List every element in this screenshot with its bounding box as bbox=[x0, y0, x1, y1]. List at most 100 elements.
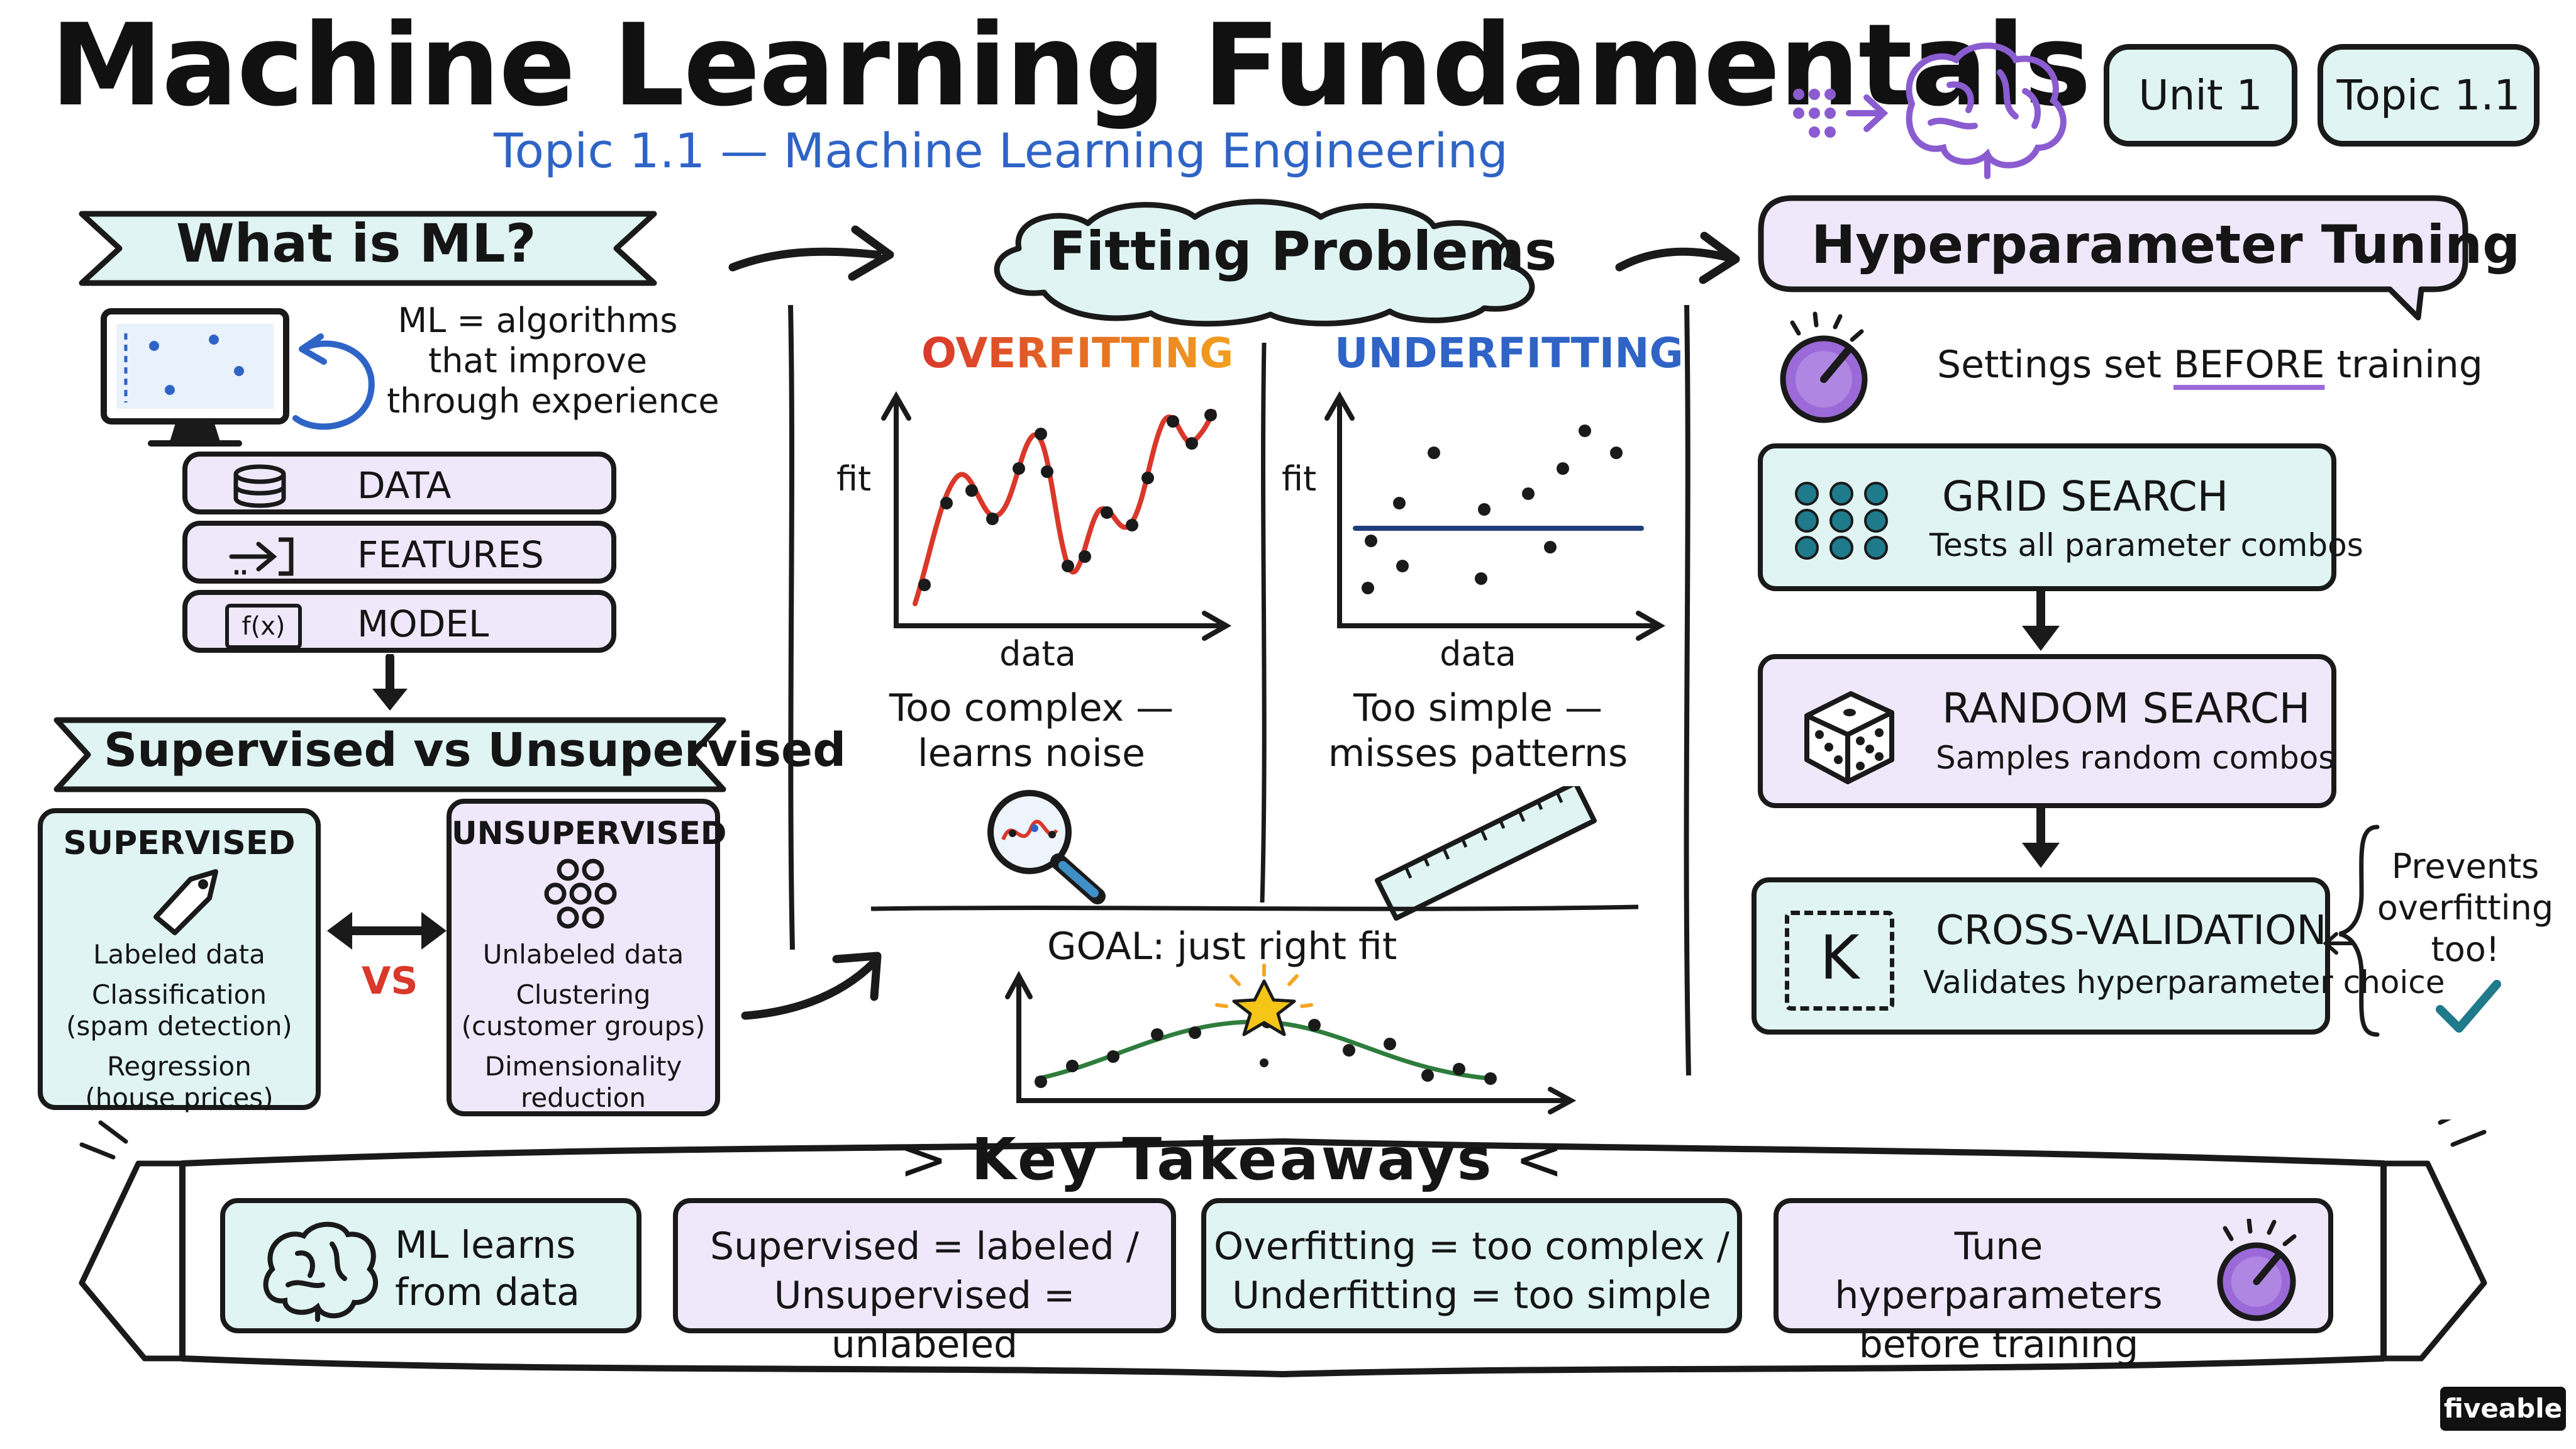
underfitting-caption: Too simple — misses patterns bbox=[1314, 686, 1641, 776]
method-title: GRID SEARCH bbox=[1942, 472, 2229, 521]
random-search-card: RANDOM SEARCH Samples random combos bbox=[1758, 654, 2336, 808]
k-fold-icon: K bbox=[1785, 911, 1894, 1011]
takeaway-card: Supervised = labeled / Unsupervised = un… bbox=[673, 1198, 1176, 1367]
tuning-intro-prefix: Settings set bbox=[1937, 343, 2162, 387]
fitting-cloud bbox=[994, 199, 1535, 327]
overfitting-xlabel: data bbox=[999, 634, 1076, 674]
method-title: CROSS-VALIDATION bbox=[1936, 908, 2327, 954]
monitor-icon bbox=[101, 308, 375, 447]
takeaway-card: Overfitting = too complex / Underfitting… bbox=[1201, 1198, 1742, 1333]
k-fold-letter: K bbox=[1819, 923, 1860, 993]
function-icon: f(x) bbox=[225, 604, 302, 649]
caption-line: misses patterns bbox=[1328, 731, 1628, 775]
knob-icon bbox=[2217, 1219, 2297, 1321]
side-note-line: Prevents bbox=[2391, 847, 2540, 886]
arrow-right-icon bbox=[229, 537, 294, 576]
tag-icon bbox=[153, 869, 218, 935]
goal-label: GOAL: just right fit bbox=[1047, 924, 1397, 969]
grid-dots-icon bbox=[1795, 482, 1888, 560]
ml-definition-line: ML = algorithms bbox=[397, 301, 678, 340]
star-icon bbox=[1232, 979, 1296, 1036]
ruler-icon bbox=[1375, 786, 1597, 921]
takeaway-line: Underfitting = too simple bbox=[1232, 1274, 1711, 1318]
unsupervised-item: Clustering bbox=[516, 979, 651, 1010]
takeaway-card: Tune hyperparameters before training bbox=[1774, 1198, 2333, 1367]
unsupervised-item: reduction bbox=[520, 1082, 646, 1113]
method-title: RANDOM SEARCH bbox=[1942, 684, 2311, 733]
arrow-up-right-icon bbox=[741, 952, 882, 1020]
overfitting-chart bbox=[881, 391, 1232, 641]
supervised-card: SUPERVISED Labeled data Classification (… bbox=[38, 808, 321, 1113]
tuning-title: Hyperparameter Tuning bbox=[1811, 214, 2521, 275]
clusters-icon bbox=[544, 858, 617, 929]
supervised-item: Labeled data bbox=[93, 939, 265, 970]
side-note-line: too! bbox=[2431, 930, 2500, 969]
dice-icon bbox=[1804, 691, 1894, 784]
arrow-down-icon bbox=[2022, 805, 2060, 868]
arrow-down-icon bbox=[372, 654, 408, 711]
fitting-title: Fitting Problems bbox=[1049, 220, 1557, 283]
unsupervised-item: Dimensionality bbox=[484, 1051, 682, 1082]
knob-icon bbox=[1780, 311, 1868, 423]
tuning-intro-suffix: training bbox=[2336, 343, 2483, 387]
takeaway-line: Supervised = labeled / bbox=[709, 1224, 1140, 1269]
underfitting-xlabel: data bbox=[1440, 634, 1516, 674]
takeaways-title-text: Key Takeaways bbox=[971, 1126, 1494, 1193]
method-desc: Validates hyperparameter choice bbox=[1923, 964, 2445, 1001]
tuning-intro: Settings set BEFORE training bbox=[1937, 343, 2483, 387]
takeaway-line: from data bbox=[395, 1270, 580, 1314]
what-is-ml-banner bbox=[79, 211, 657, 286]
takeaway-text: Overfitting = too complex / Underfitting… bbox=[1206, 1222, 1737, 1320]
unsupervised-items: Unlabeled data Clustering (customer grou… bbox=[452, 939, 715, 1114]
page-subtitle: Topic 1.1 — Machine Learning Engineering bbox=[494, 123, 1508, 179]
underfitting-ylabel: fit bbox=[1282, 459, 1317, 499]
database-icon bbox=[233, 464, 286, 508]
side-note: Prevents overfitting too! bbox=[2365, 846, 2566, 970]
column-divider bbox=[1684, 304, 1691, 1076]
what-is-ml-title: What is ML? bbox=[176, 213, 536, 274]
brain-icon bbox=[263, 1221, 379, 1322]
unit-badge: Unit 1 bbox=[2104, 44, 2297, 147]
overfitting-ylabel: fit bbox=[836, 459, 872, 499]
side-note-line: overfitting bbox=[2377, 888, 2554, 928]
supervised-item: (spam detection) bbox=[66, 1011, 292, 1041]
arrow-right-icon bbox=[728, 225, 894, 281]
brain-icon bbox=[1906, 42, 2067, 179]
pipeline-label: MODEL bbox=[357, 602, 489, 645]
page-title: Machine Learning Fundamentals bbox=[50, 0, 2091, 131]
fiveable-logo: fiveable bbox=[2440, 1387, 2566, 1431]
brand-text: fiveable bbox=[2443, 1393, 2563, 1424]
column-divider bbox=[788, 304, 795, 950]
pipeline-label: DATA bbox=[357, 464, 452, 507]
supervised-title: SUPERVISED bbox=[63, 824, 296, 862]
takeaways-title: > Key Takeaways < bbox=[899, 1126, 1566, 1193]
takeaway-line: Tune hyperparameters bbox=[1835, 1224, 2163, 1318]
takeaway-line: ML learns bbox=[395, 1223, 576, 1267]
grid-search-card: GRID SEARCH Tests all parameter combos bbox=[1758, 443, 2363, 591]
takeaway-card: ML learns from data bbox=[220, 1198, 641, 1333]
goal-chart bbox=[1005, 963, 1577, 1114]
supervised-item: Classification bbox=[92, 979, 267, 1010]
caption-line: Too complex — bbox=[889, 686, 1174, 730]
tuning-speech-bubble bbox=[1758, 195, 2468, 321]
supervised-items: Labeled data Classification (spam detect… bbox=[43, 939, 316, 1114]
ml-definition-line: through experience bbox=[387, 381, 719, 421]
sup-vs-unsup-title: Supervised vs Unsupervised bbox=[104, 723, 847, 777]
sup-vs-unsup-banner bbox=[53, 717, 726, 792]
takeaway-line: Overfitting = too complex / bbox=[1214, 1224, 1729, 1269]
supervised-item: (house prices) bbox=[85, 1082, 274, 1113]
unsupervised-item: Unlabeled data bbox=[482, 939, 684, 970]
method-desc: Tests all parameter combos bbox=[1929, 527, 2363, 564]
takeaway-text: ML learns from data bbox=[395, 1222, 580, 1316]
method-desc: Samples random combos bbox=[1936, 740, 2335, 776]
unsupervised-item: (customer groups) bbox=[461, 1011, 706, 1041]
caption-line: learns noise bbox=[918, 731, 1145, 775]
underfitting-chart bbox=[1324, 391, 1666, 641]
magnifier-icon bbox=[987, 790, 1106, 904]
topic-badge: Topic 1.1 bbox=[2318, 44, 2540, 147]
brain-header-graphic bbox=[1793, 42, 2067, 179]
unsupervised-card: UNSUPERVISED Unlabeled data Clustering (… bbox=[447, 799, 726, 1116]
takeaway-text: Tune hyperparameters before training bbox=[1797, 1222, 2200, 1369]
supervised-item: Regression bbox=[107, 1051, 252, 1082]
takeaway-line: Unsupervised = unlabeled bbox=[774, 1274, 1075, 1367]
